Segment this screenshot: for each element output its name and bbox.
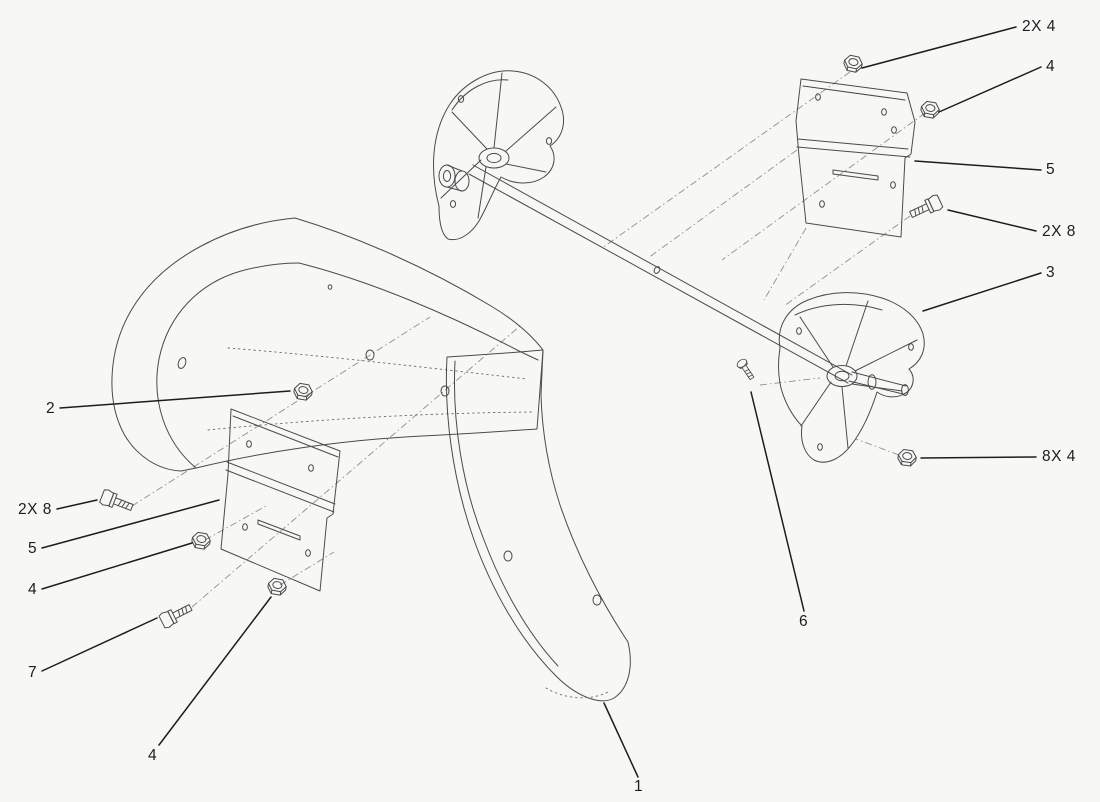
callout-2x8-left: 2X 8	[18, 501, 52, 518]
hex-nut-2x4	[843, 54, 863, 73]
leader-2x8-left	[56, 499, 98, 510]
rotor-end-plate-right	[778, 292, 925, 463]
callout-2x4: 2X 4	[1022, 18, 1056, 35]
bolt-holes	[796, 327, 914, 451]
callout-8x4: 8X 4	[1042, 448, 1076, 465]
callout-6: 6	[799, 613, 808, 630]
leader-5-left	[41, 499, 220, 549]
scraper-plate-right	[795, 78, 916, 238]
leader-5-right	[914, 160, 1042, 171]
hex-bolt-7	[158, 604, 193, 629]
callout-leader-lines	[41, 26, 1042, 778]
bolt-holes	[449, 95, 553, 208]
leader-4-left	[41, 542, 193, 590]
callout-4-right: 4	[1046, 58, 1055, 75]
bolt-holes	[815, 93, 897, 208]
callout-3: 3	[1046, 264, 1055, 281]
callout-4-left: 4	[28, 581, 37, 598]
hex-nut-4-left	[191, 531, 211, 550]
leader-6	[750, 391, 805, 612]
leader-2	[59, 390, 291, 409]
paddle-holes	[503, 550, 602, 606]
hex-nut-4-bottom	[267, 577, 287, 596]
shaft-pin-hole	[653, 266, 661, 274]
callout-4-bottom: 4	[148, 747, 157, 764]
leader-4-right	[938, 66, 1042, 113]
hex-nut-4-right	[920, 100, 940, 119]
callout-5-right: 5	[1046, 161, 1055, 178]
scraper-plate-left	[220, 408, 341, 592]
leader-7	[41, 617, 158, 672]
drive-shaft	[438, 164, 909, 396]
leader-1	[603, 702, 639, 778]
bolt-holes	[242, 440, 314, 557]
auger-paddle-left	[111, 217, 544, 472]
paddle-holes	[177, 284, 450, 397]
callout-2: 2	[46, 400, 55, 417]
leader-2x4	[861, 26, 1017, 69]
callout-1: 1	[634, 778, 643, 795]
callout-labels: 2X 4 4 5 2X 8 3 8X 4 2 2X 8 5 4 7 4 6 1	[18, 18, 1076, 795]
leader-3	[922, 272, 1042, 312]
leader-2x8-right	[947, 209, 1037, 232]
hex-bolt-2x8-left	[99, 489, 134, 511]
callout-2x8-right: 2X 8	[1042, 223, 1076, 240]
leader-8x4	[920, 456, 1037, 459]
rotor-end-plate-top	[433, 70, 564, 241]
auger-paddle-center	[445, 349, 631, 702]
carriage-bolt-6	[736, 358, 755, 381]
hex-nut-2	[293, 382, 313, 401]
hex-nut-8x4	[897, 448, 917, 467]
callout-5-left: 5	[28, 540, 37, 557]
callout-7: 7	[28, 664, 37, 681]
hex-bolt-2x8-right	[909, 194, 944, 218]
leader-4-bottom	[158, 596, 272, 746]
assembly-alignment-lines	[131, 71, 926, 608]
